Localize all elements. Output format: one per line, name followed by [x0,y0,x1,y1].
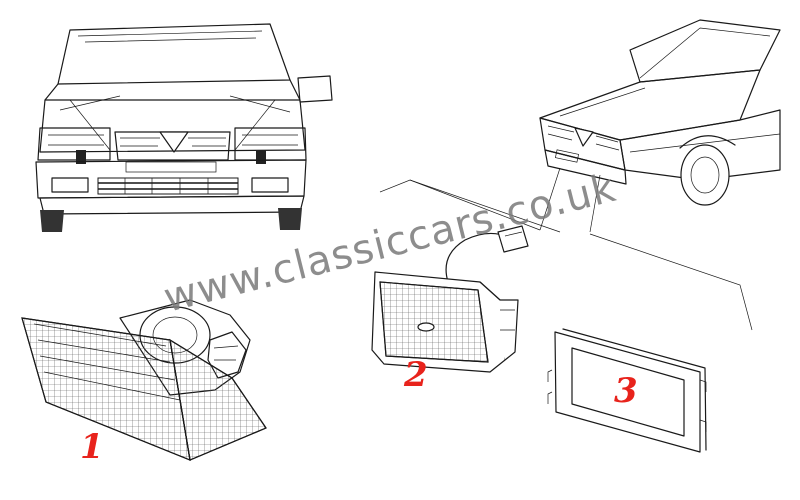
callout-1: 1 [80,427,104,467]
callout-labels: 1 2 3 [80,355,638,467]
callout-2: 2 [403,355,428,395]
part-3-bezel-frame [547,328,707,453]
car-three-quarter-view [539,19,781,233]
part-1-headlamp [21,299,267,461]
callout-3: 3 [614,371,638,411]
part-2-fog-lamp [371,225,529,373]
projection-lines [379,179,753,331]
car-front-view [35,23,333,232]
